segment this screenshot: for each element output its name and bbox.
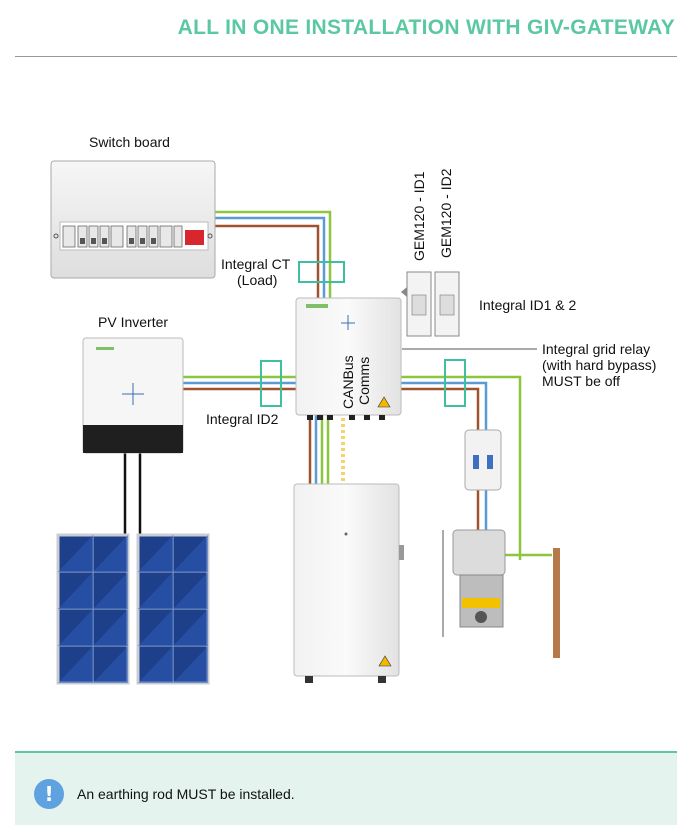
wiring-diagram: [50, 160, 560, 685]
integral-id2-box: [260, 360, 282, 407]
gem120-meters: [406, 271, 460, 337]
integral-id2-label: Integral ID2: [206, 411, 279, 427]
integral-ct-label: Integral CT: [221, 256, 291, 272]
grid-ct-box: [444, 359, 466, 407]
page-title: ALL IN ONE INSTALLATION WITH GIV-GATEWAY: [177, 16, 675, 39]
integral-id1-2-label: Integral ID1 & 2: [479, 297, 577, 313]
pv-inverter-wires: [183, 375, 296, 391]
isolator-switch: [442, 529, 506, 637]
pv-inverter-label: PV Inverter: [98, 314, 169, 330]
battery: [293, 483, 404, 683]
pv-panel-cables: [123, 453, 142, 535]
grid-relay-label-line2: (with hard bypass): [542, 357, 657, 373]
battery-wires: [308, 415, 345, 484]
grid-relay-label-line1: Integral grid relay: [542, 341, 651, 357]
pv-panel-right: [136, 533, 210, 685]
pv-panel-left: [56, 533, 130, 685]
pv-inverter: [82, 337, 184, 454]
giv-gateway: [295, 287, 407, 420]
grid-wires: [401, 375, 552, 560]
gem-id1-label: GEM120 - ID1: [411, 171, 427, 261]
info-exclamation-icon: !: [34, 779, 64, 809]
switch-board-label: Switch board: [89, 134, 170, 150]
integral-ct-box: [298, 261, 345, 283]
notice-box: ! An earthing rod MUST be installed.: [15, 751, 677, 825]
title-divider: [15, 56, 677, 57]
notice-text: An earthing rod MUST be installed.: [77, 786, 295, 802]
switchboard-wires: [215, 210, 332, 298]
grid-relay-label-line3: MUST be off: [542, 373, 621, 389]
mcb-enclosure: [464, 429, 502, 491]
earthing-rod: [553, 548, 560, 658]
comms-label: Comms: [356, 356, 372, 405]
canbus-label: CANBus: [340, 355, 356, 409]
integral-ct-sublabel: (Load): [237, 272, 278, 288]
gem-id2-label: GEM120 - ID2: [438, 168, 454, 258]
switch-board: [50, 160, 216, 279]
